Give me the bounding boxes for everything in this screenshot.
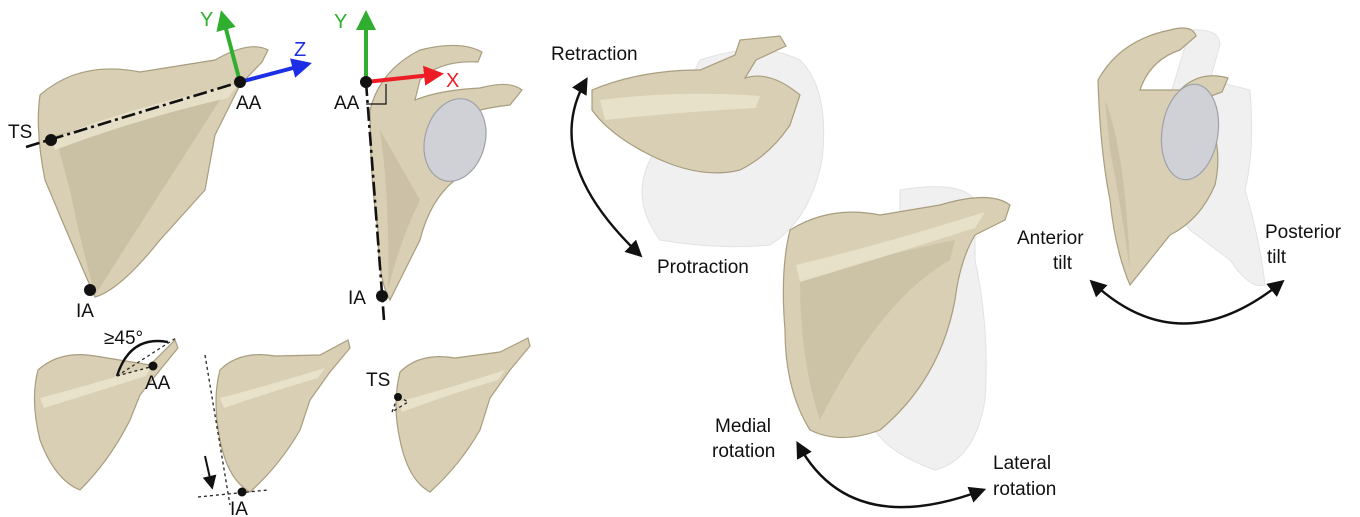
- retraction-label: Retraction: [551, 44, 638, 65]
- small-scapula-trigonum: TS: [366, 338, 530, 492]
- aa-point-small: [149, 362, 158, 371]
- retraction-protraction-scapula: Retraction Protraction: [551, 36, 824, 278]
- posterior-tilt-label-2: tilt: [1267, 247, 1287, 268]
- lateral-rotation-label-1: Lateral: [993, 453, 1051, 474]
- tilt-arrow: [1092, 282, 1282, 324]
- ts-point-small: [394, 393, 402, 401]
- tilt-scapula: Anterior tilt Posterior tilt: [1017, 28, 1342, 324]
- aa-label: AA: [236, 93, 262, 114]
- small-scapula-inferior-angle: IA: [198, 340, 350, 517]
- ia-point-small: [238, 488, 247, 497]
- ia-label-lateral: IA: [348, 288, 366, 309]
- ts-landmark-point: [45, 134, 57, 146]
- protraction-label: Protraction: [657, 257, 749, 278]
- lateral-view-scapula: AA IA Y X: [334, 11, 522, 320]
- medial-rotation-label-2: rotation: [712, 441, 775, 462]
- posterior-tilt-label-1: Posterior: [1265, 222, 1342, 243]
- downward-arrow: [205, 456, 212, 487]
- lateral-rotation-label-2: rotation: [993, 479, 1056, 500]
- angle-label: ≥45°: [104, 328, 143, 349]
- posterior-view-scapula: TS AA IA Y Z: [8, 9, 308, 322]
- aa-landmark-point: [234, 76, 246, 88]
- ia-landmark-point-lateral: [376, 290, 388, 302]
- small-scapula-angle: ≥45° AA: [34, 328, 178, 490]
- z-axis-label: Z: [294, 39, 306, 61]
- ia-label-small: IA: [230, 499, 248, 517]
- ts-label-small: TS: [366, 370, 390, 391]
- ia-label: IA: [76, 301, 94, 322]
- anterior-tilt-label-2: tilt: [1053, 253, 1073, 274]
- x-axis-label: X: [446, 70, 459, 92]
- medial-rotation-label-1: Medial: [715, 416, 771, 437]
- anterior-tilt-label-1: Anterior: [1017, 228, 1084, 249]
- ia-landmark-point: [84, 284, 96, 296]
- ts-label: TS: [8, 122, 32, 143]
- aa-landmark-point-lateral: [360, 76, 372, 88]
- y-axis-label-lateral: Y: [334, 11, 347, 33]
- y-axis-label: Y: [200, 9, 213, 31]
- aa-label-small: AA: [145, 373, 171, 394]
- aa-label-lateral: AA: [334, 93, 360, 114]
